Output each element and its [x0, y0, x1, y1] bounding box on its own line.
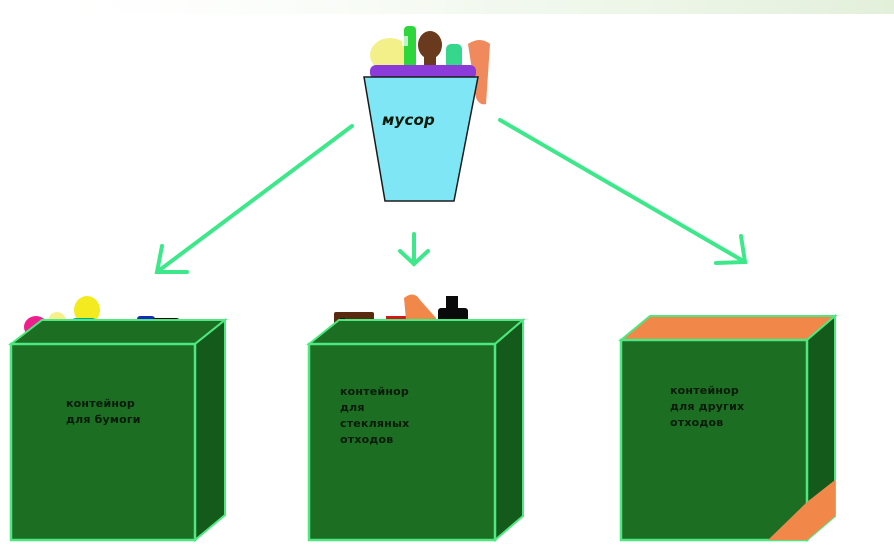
container-other [618, 313, 838, 543]
other-waste-layer [768, 502, 807, 540]
trash-bucket [363, 26, 490, 202]
container-paper-label: контейнор для бумоги [66, 397, 141, 426]
container-other-label: контейнор для других отходов [670, 384, 745, 429]
container-glass-front [307, 342, 497, 542]
arrow-to-other-icon [498, 118, 748, 265]
container-other-front [619, 338, 809, 542]
bucket-label: мусор [382, 111, 435, 129]
container-paper-front [9, 342, 197, 542]
container-paper [8, 296, 228, 543]
container-glass [306, 294, 526, 543]
container-glass-label: контейнор для стекляных отходов [340, 385, 410, 446]
trash-pile-icon [370, 26, 490, 105]
arrows [154, 118, 748, 274]
bucket-body [363, 76, 479, 202]
background-band [0, 0, 894, 14]
arrow-to-paper-icon [154, 124, 354, 274]
arrow-to-glass-icon [398, 232, 430, 267]
